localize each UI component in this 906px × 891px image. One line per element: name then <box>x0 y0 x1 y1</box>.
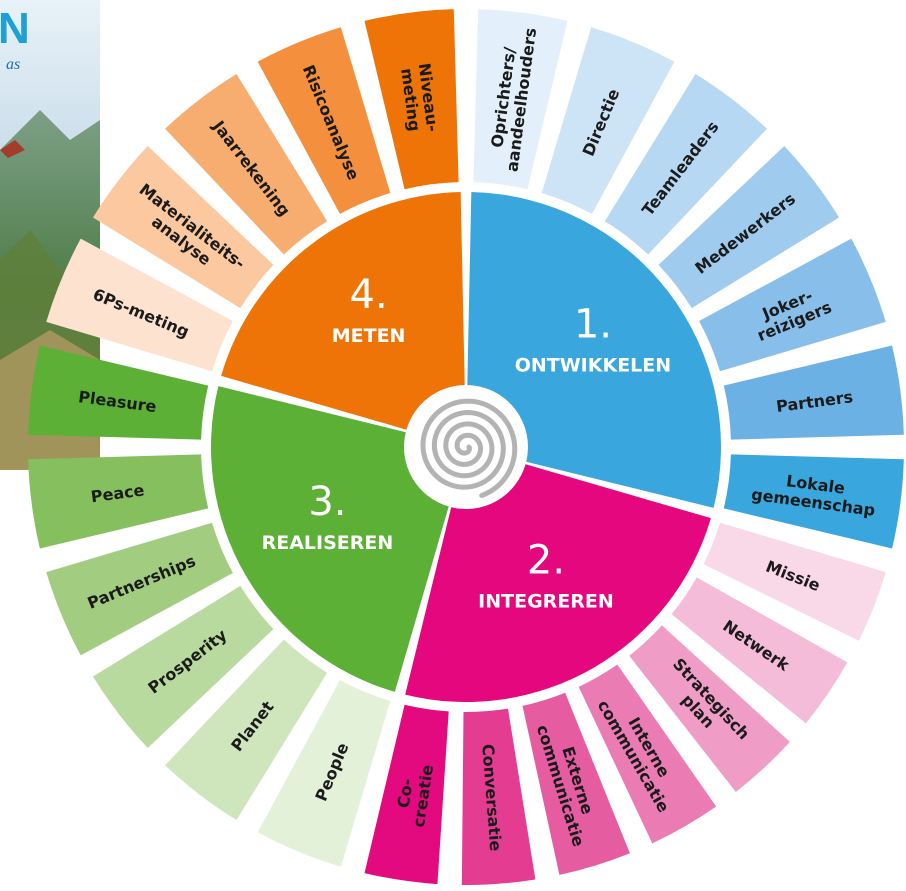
segment-fill <box>703 522 886 641</box>
segment-fill <box>461 708 536 885</box>
phase-number: 4. <box>350 272 388 318</box>
phase-name: INTEGREREN <box>478 591 614 613</box>
phase-ontwikkelen-wedge <box>467 192 721 508</box>
segment-fill <box>723 345 904 440</box>
segment-realiseren-2: Planet <box>165 639 328 821</box>
segment-meten-1: 6Ps-meting <box>46 238 233 372</box>
segment-realiseren-1: People <box>257 680 391 867</box>
segment-label: Niveau-meting <box>397 62 443 135</box>
segment-fill <box>364 9 459 190</box>
segment-fill <box>473 9 568 190</box>
phase-realiseren-wedge <box>210 386 449 692</box>
background-subtitle: as <box>6 56 21 73</box>
segment-label-line: Co- <box>393 777 416 809</box>
phase-meten-wedge <box>221 192 465 430</box>
segment-fill <box>723 454 904 549</box>
phase-name: ONTWIKKELEN <box>515 355 671 377</box>
phase-integreren-wedge <box>405 464 711 703</box>
segment-realiseren-5: Peace <box>28 454 209 549</box>
segment-ontwikkelen-1: Oprichters/aandeelhouders <box>473 9 568 190</box>
segment-fill <box>165 73 328 255</box>
segment-fill <box>28 345 209 440</box>
center-hub <box>406 387 526 507</box>
segment-ontwikkelen-5: Joker-reizigers <box>699 238 886 372</box>
phase-number: 1. <box>574 302 612 348</box>
segment-fill <box>578 664 717 844</box>
segment-fill <box>46 522 233 656</box>
segment-fill <box>541 27 675 214</box>
segment-integreren-6: Conversatie <box>461 708 536 885</box>
phase-realiseren-label: 3. REALISEREN <box>262 479 394 554</box>
phase-integreren-label: 2. INTEGREREN <box>478 538 614 613</box>
segment-integreren-1: Missie <box>703 522 886 641</box>
phase-ontwikkelen-label: 1. ONTWIKKELEN <box>515 302 671 377</box>
segment-fill <box>658 146 840 309</box>
phase-number: 2. <box>527 538 565 584</box>
segment-fill <box>92 146 274 309</box>
segment-meten-5: Niveau-meting <box>364 9 459 190</box>
segment-integreren-7: Co-creatie <box>364 704 449 885</box>
segment-ontwikkelen-2: Directie <box>541 27 675 214</box>
segment-ontwikkelen-6: Partners <box>723 345 904 440</box>
phase-name: METEN <box>332 325 406 347</box>
segment-fill <box>257 27 391 214</box>
phase-meten-label: 4. METEN <box>332 272 406 347</box>
spiral-icon <box>420 398 518 498</box>
segment-fill <box>604 73 767 255</box>
inner-ring: 1. ONTWIKKELEN 2. INTEGREREN 3. REALISEREN 4. M… <box>210 192 721 703</box>
segment-fill <box>46 238 233 372</box>
segment-fill <box>629 625 790 793</box>
segment-fill <box>364 704 449 885</box>
segment-ontwikkelen-7: Lokalegemeenschap <box>723 454 904 549</box>
segment-realiseren-4: Partnerships <box>46 522 233 656</box>
segment-fill <box>28 454 209 549</box>
segment-fill <box>165 639 328 821</box>
segment-fill <box>92 585 274 748</box>
segment-fill <box>671 577 848 724</box>
segment-realiseren-6: Pleasure <box>28 345 209 440</box>
segment-fill <box>522 692 630 875</box>
segment-fill <box>699 238 886 372</box>
segment-fill <box>257 680 391 867</box>
background-title: N <box>0 4 30 53</box>
phase-number: 3. <box>308 479 346 525</box>
phase-name: REALISEREN <box>262 532 394 554</box>
